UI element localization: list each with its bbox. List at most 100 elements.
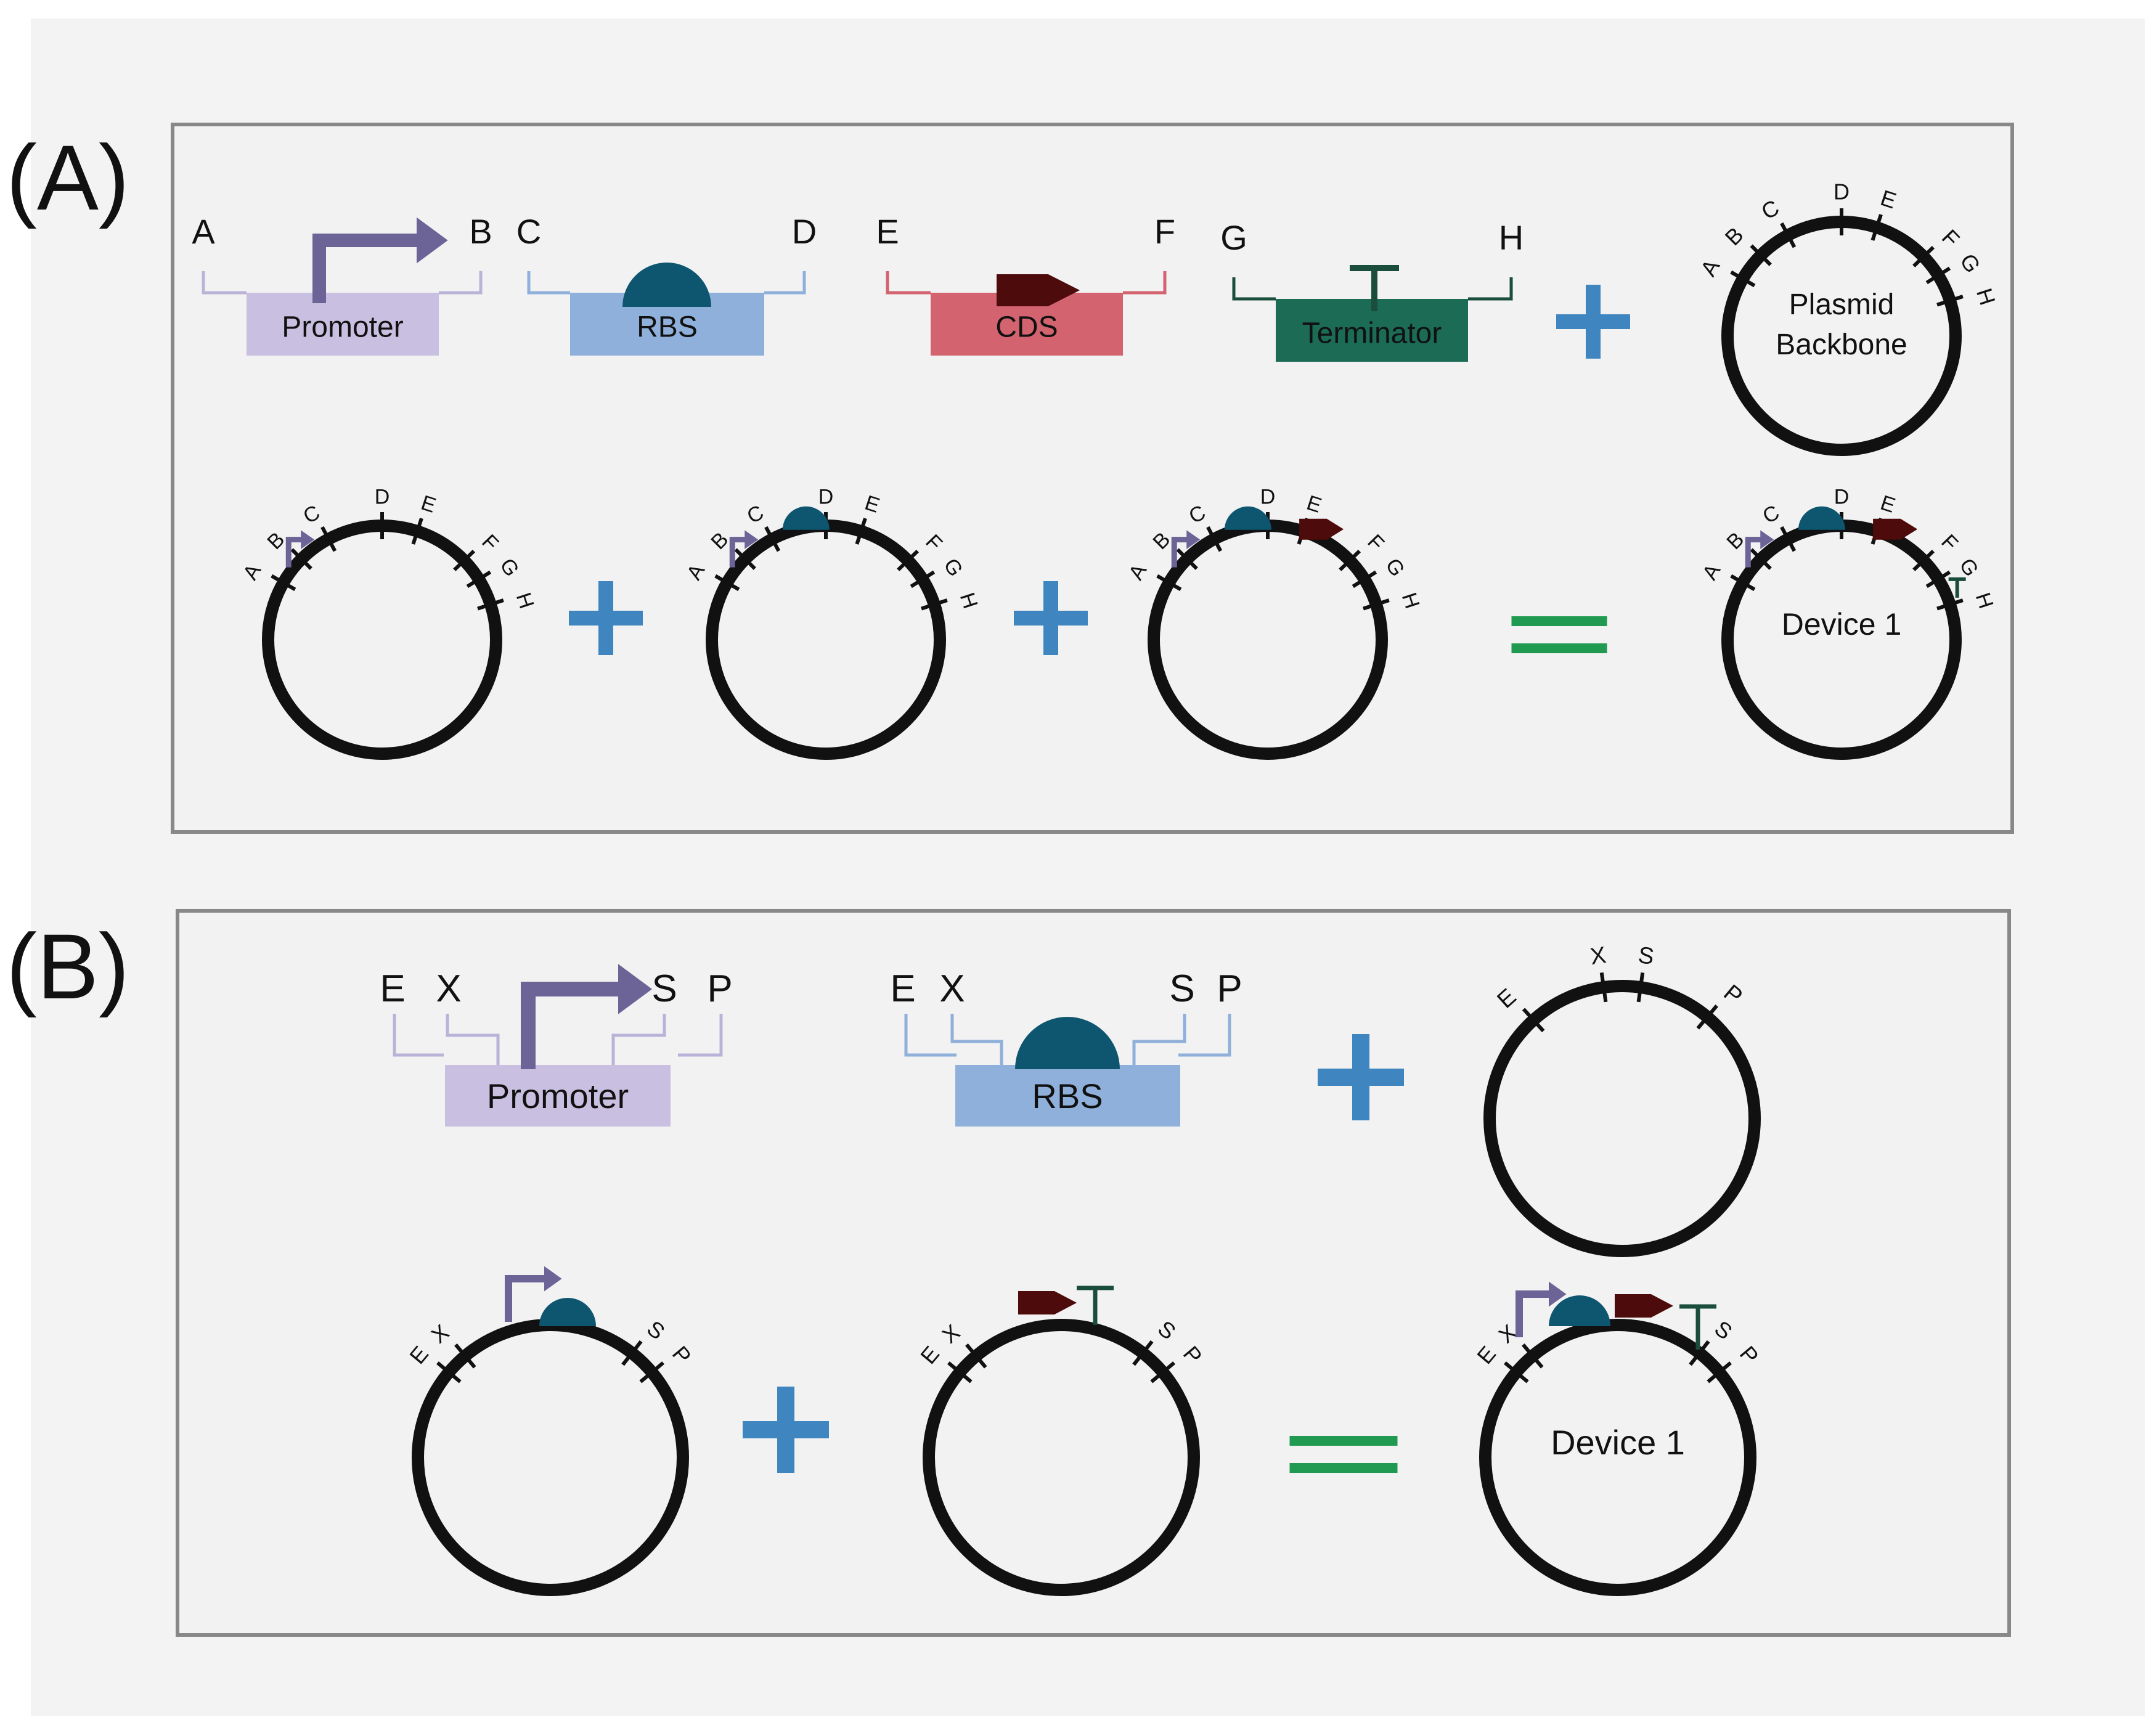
backbone-b-tick-1 — [1599, 972, 1608, 1003]
device1-plasmid-b-parts — [1516, 1281, 1716, 1350]
cds-plasmid-tick-1 — [1176, 548, 1198, 570]
rbs-plasmid-tick-1 — [734, 548, 756, 570]
promoter-plasmid-tick-2 — [320, 526, 337, 552]
device1-plasmid-a-site-3: D — [1834, 485, 1850, 508]
equals-icon-b — [1289, 1436, 1398, 1473]
cds-plasmid-tick-0 — [1156, 574, 1182, 592]
terminator-part-left-site: G — [1220, 218, 1247, 257]
promoter-plasmid-tick-0 — [271, 574, 296, 592]
device1-plasmid-a-tick-2 — [1780, 526, 1797, 552]
rbs-plasmid-promoter-icon — [729, 530, 759, 568]
promoter-plasmid-promoter-icon — [285, 530, 315, 568]
cds-plasmid-site-3: D — [1260, 485, 1276, 508]
rbs-b-site-p: P — [1217, 968, 1242, 1010]
promoter-plasmid-site-3: D — [375, 485, 390, 508]
rbs-plasmid-parts — [729, 506, 830, 568]
plasmid-backbone-title-1: Plasmid — [1789, 288, 1895, 321]
cds-plasmid-rbs-icon — [1224, 506, 1271, 530]
plus-icon-a-top — [1556, 285, 1630, 359]
plus-icon-a-2 — [1014, 581, 1088, 655]
rbs-plasmid-rbs-icon — [782, 506, 830, 530]
promoter-arrow-icon — [312, 217, 448, 303]
promoter-rbs-plasmid-tick-3 — [639, 1361, 665, 1384]
promoter-part-name: Promoter — [282, 311, 403, 343]
terminator-part-name: Terminator — [1302, 317, 1442, 349]
terminator-t-icon — [1350, 265, 1399, 311]
device1-label-a: Device 1 — [1782, 607, 1902, 642]
device1-plasmid-b-ring — [1479, 1319, 1756, 1596]
plasmid-backbone-title-2: Backbone — [1776, 328, 1907, 361]
panel-a-frame — [171, 123, 2014, 834]
device1-plasmid-b-terminator-icon — [1679, 1304, 1716, 1350]
cds-plasmid-tick-5 — [1339, 550, 1361, 571]
promoter-plasmid-tick-6 — [466, 570, 492, 589]
rbs-part-left-site: C — [516, 212, 541, 251]
equals-icon-a — [1511, 616, 1607, 653]
rbs-plasmid-tick-6 — [910, 570, 936, 589]
rbs-plasmid-tick-0 — [714, 574, 740, 592]
promoter-b-site-x: X — [436, 968, 461, 1010]
device1-plasmid-b-tick-1 — [1522, 1343, 1544, 1369]
backbone-tick-0 — [1730, 270, 1756, 288]
rbs-b-dome-icon — [1015, 1017, 1120, 1069]
device1-plasmid-a-cds-icon — [1873, 518, 1918, 540]
cds-terminator-plasmid-tick-0 — [947, 1361, 973, 1384]
cds-part-left-site: E — [876, 212, 899, 251]
promoter-b-site-e: E — [380, 968, 405, 1010]
device1-plasmid-a-terminator-icon — [1948, 577, 1966, 598]
device1-plasmid-a-tick-0 — [1730, 574, 1756, 592]
rbs-plasmid-tick-2 — [764, 526, 781, 552]
cds-plasmid-parts — [1171, 506, 1344, 568]
backbone-tick-4 — [1870, 214, 1883, 241]
promoter-rbs-plasmid-tick-1 — [454, 1343, 476, 1369]
device1-plasmid-a-tick-6 — [1925, 570, 1951, 589]
device1-plasmid-a-rbs-icon — [1798, 506, 1845, 530]
rbs-plasmid-tick-5 — [897, 550, 919, 571]
promoter-plasmid-tick-7 — [477, 598, 504, 611]
device1-plasmid-a-tick-5 — [1912, 550, 1935, 571]
cds-plasmid-promoter-icon — [1171, 530, 1201, 568]
device1-plasmid-b-cds-icon — [1615, 1294, 1673, 1318]
cds-arrow-icon — [997, 274, 1080, 306]
backbone-tick-6 — [1925, 266, 1951, 285]
backbone-tick-2 — [1780, 222, 1797, 248]
rbs-b-site-x: X — [939, 968, 965, 1010]
cds-terminator-plasmid-terminator-icon — [1077, 1286, 1114, 1325]
panel-label-a: (A) — [6, 126, 129, 229]
terminator-part-right-site: H — [1499, 218, 1524, 257]
backbone-b-tick-0 — [1522, 1008, 1545, 1033]
backbone-b-site-1: X — [1589, 942, 1608, 970]
promoter-b-site-s: S — [651, 968, 677, 1010]
promoter-plasmid-tick-4 — [411, 518, 423, 545]
device1-plasmid-b-tick-2 — [1689, 1340, 1710, 1366]
promoter-part-b-name: Promoter — [487, 1077, 629, 1115]
cds-plasmid-tick-7 — [1363, 598, 1390, 611]
device1-label-b: Device 1 — [1551, 1423, 1685, 1462]
cds-terminator-plasmid-tick-2 — [1132, 1340, 1154, 1366]
promoter-plasmid-tick-1 — [290, 548, 312, 570]
promoter-part-right-site: B — [469, 212, 492, 251]
promoter-plasmid-parts — [285, 530, 315, 568]
rbs-plasmid-site-3: D — [818, 485, 834, 508]
cds-plasmid-cds-icon — [1299, 518, 1344, 540]
rbs-b-site-e: E — [890, 968, 915, 1010]
cds-terminator-plasmid-tick-3 — [1150, 1361, 1176, 1384]
backbone-tick-5 — [1912, 246, 1935, 267]
promoter-b-arrow-icon — [521, 964, 653, 1069]
device1-plasmid-a-parts — [1745, 506, 1966, 598]
terminator-part: Terminator G H — [1220, 218, 1524, 362]
device1-plasmid-b-rbs-icon — [1549, 1295, 1610, 1326]
device1-plasmid-a-tick-7 — [1936, 598, 1964, 611]
cds-part-name: CDS — [995, 311, 1058, 343]
plus-icon-b-top — [1318, 1034, 1404, 1120]
promoter-plasmid-tick-5 — [453, 550, 475, 571]
device1-plasmid-a-tick-1 — [1750, 548, 1772, 570]
panel-label-b: (B) — [6, 915, 129, 1018]
plus-icon-a-1 — [569, 581, 643, 655]
rbs-part-name: RBS — [637, 311, 698, 343]
promoter-rbs-plasmid-tick-0 — [436, 1361, 462, 1384]
